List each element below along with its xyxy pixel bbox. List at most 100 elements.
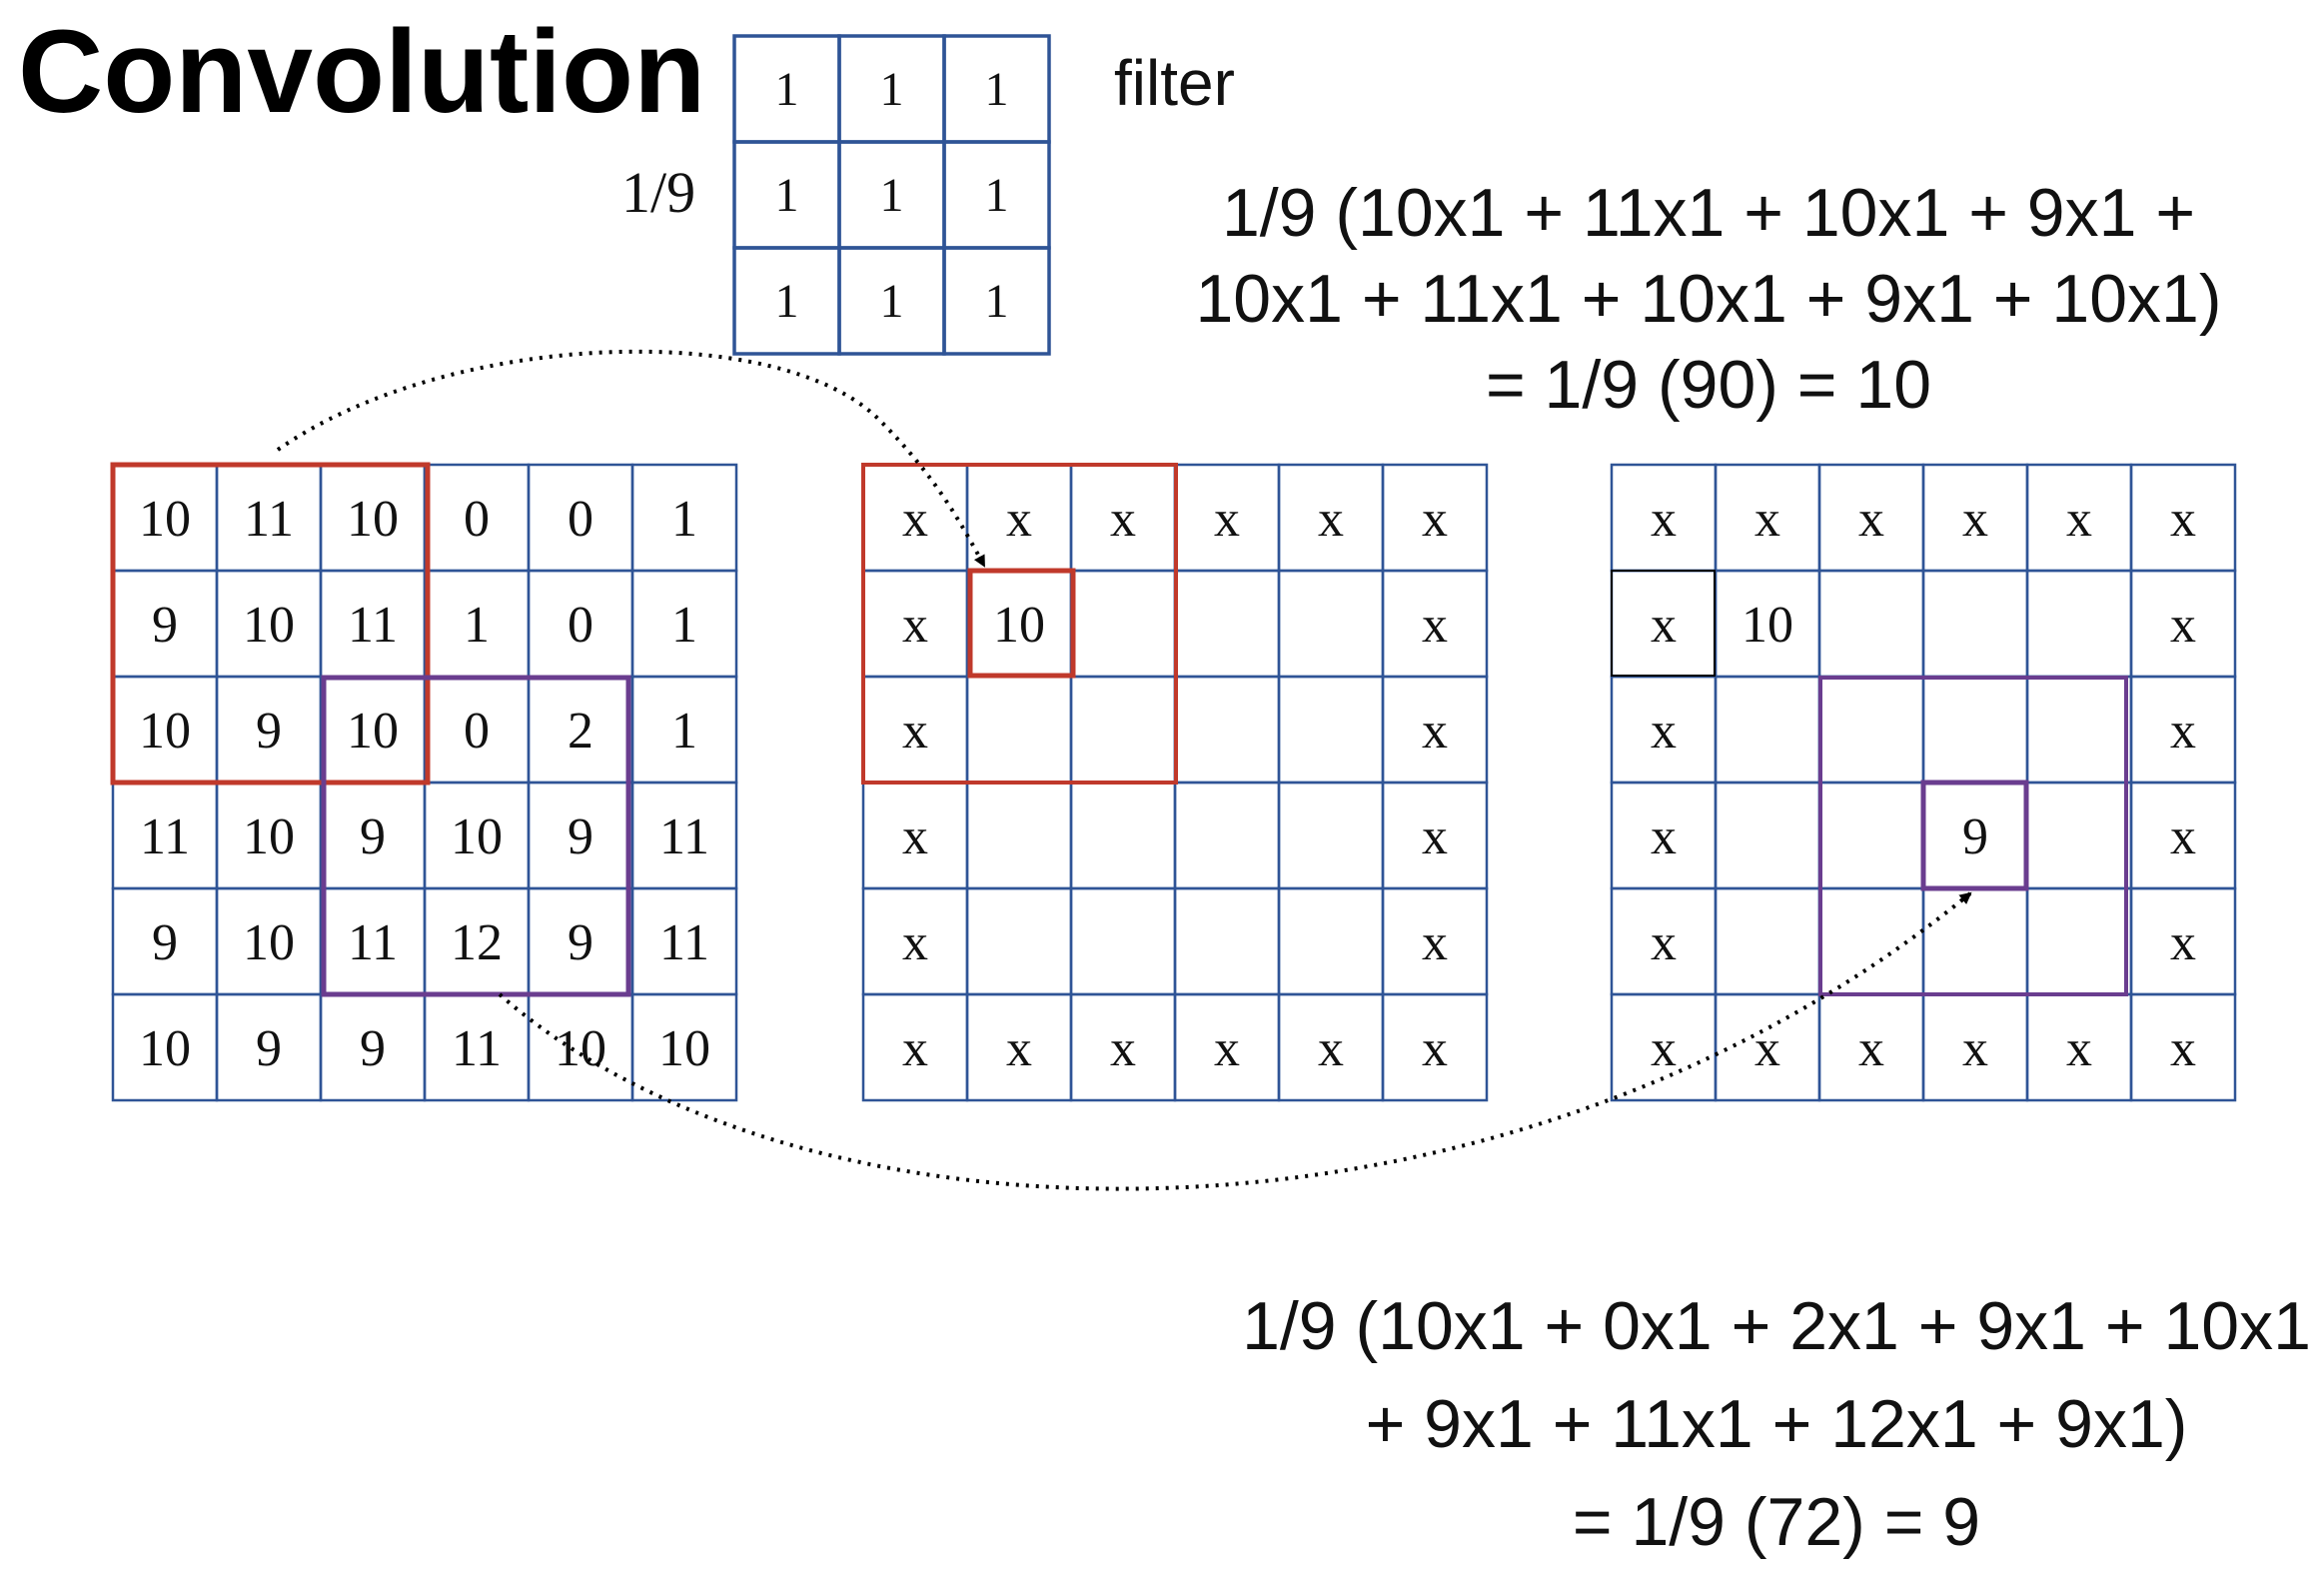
output1-cell-border [965, 675, 1073, 785]
output1-cell-value: x [902, 1020, 928, 1077]
output1-cell [1173, 675, 1281, 785]
input-cell-value: 9 [568, 914, 593, 971]
output1-cell-border [1173, 886, 1281, 996]
output2-cell-value: x [1754, 1020, 1780, 1077]
output2-cell [2025, 569, 2133, 679]
output1-cell-value: x [1422, 808, 1448, 865]
equation-top: 1/9 (10x1 + 11x1 + 10x1 + 9x1 + 10x1 + 1… [1195, 175, 2221, 423]
output1-cell [1069, 569, 1177, 679]
input-cell-value: 10 [139, 1020, 191, 1077]
output2-cell-value: x [2170, 1020, 2196, 1077]
output2-cell-border [1714, 675, 1821, 785]
filter-cell-value: 1 [985, 169, 1009, 222]
input-cell: 10 [111, 463, 219, 573]
input-cell-value: 11 [659, 914, 709, 971]
output2-cell [1921, 886, 2029, 996]
output2-cell [1714, 675, 1821, 785]
output2-cell: x [1610, 781, 1718, 890]
output1-cell [1173, 781, 1281, 890]
output1-cell-border [965, 886, 1073, 996]
output2-cell-border [1921, 675, 2029, 785]
output1-cell [1277, 886, 1385, 996]
output2-cell: x [2129, 675, 2237, 785]
output1-cell: x [861, 781, 969, 890]
output1-cell-value: x [1318, 1020, 1344, 1077]
input-cell-value: 10 [555, 1020, 606, 1077]
output2-cell [1817, 781, 1925, 890]
equation-top-line-2: 10x1 + 11x1 + 10x1 + 9x1 + 10x1) [1195, 261, 2221, 337]
output2-cell-border [1714, 781, 1821, 890]
input-cell-value: 0 [464, 703, 490, 760]
output2-cell [1714, 886, 1821, 996]
input-cell: 10 [111, 675, 219, 785]
output2-cell-value: x [2170, 597, 2196, 654]
input-cell: 11 [423, 992, 531, 1102]
output2-cell-value: x [1754, 491, 1780, 548]
input-cell: 11 [319, 886, 427, 996]
input-cell-value: 10 [243, 914, 295, 971]
input-cell: 11 [630, 781, 738, 890]
output1-cell: x [861, 463, 969, 573]
output2-cell-value: x [1651, 597, 1677, 654]
output2-cell: x [1921, 463, 2029, 573]
output2-cell [2025, 781, 2133, 890]
output1-cell-value: x [1422, 703, 1448, 760]
output1-cell [1173, 569, 1281, 679]
output1-cell: x [861, 675, 969, 785]
output2-cell-value: x [1858, 491, 1884, 548]
output1-cell-value: x [1422, 914, 1448, 971]
input-cell: 0 [527, 569, 634, 679]
input-cell: 10 [319, 463, 427, 573]
output2-cell [1817, 569, 1925, 679]
output1-cell [1277, 675, 1385, 785]
input-cell-value: 1 [671, 703, 697, 760]
filter-cell-value: 1 [880, 275, 904, 328]
filter-cell-value: 1 [880, 169, 904, 222]
input-cell-value: 0 [568, 597, 593, 654]
output1-cell-border [1173, 781, 1281, 890]
input-cell: 9 [527, 886, 634, 996]
input-cell-value: 9 [360, 808, 386, 865]
input-cell: 1 [630, 569, 738, 679]
output2-cell: x [1921, 992, 2029, 1102]
input-cell: 9 [527, 781, 634, 890]
output2-cell: x [1714, 463, 1821, 573]
output1-cell: x [1381, 886, 1489, 996]
input-cell-value: 10 [658, 1020, 710, 1077]
input-cell: 9 [215, 992, 323, 1102]
output2-cell [2025, 886, 2133, 996]
input-cell-value: 10 [243, 597, 295, 654]
input-cell-value: 9 [256, 1020, 282, 1077]
output2-cell [2025, 675, 2133, 785]
output1-cell-value: x [1422, 1020, 1448, 1077]
input-cell-value: 9 [360, 1020, 386, 1077]
input-cell: 9 [111, 569, 219, 679]
output1-cell-value: x [902, 491, 928, 548]
output1-cell-value: x [1422, 491, 1448, 548]
input-cell-value: 9 [568, 808, 593, 865]
output1-cell: x [1381, 569, 1489, 679]
output2-cell: x [1817, 992, 1925, 1102]
arrow-bottom-curve [498, 891, 1972, 1191]
input-cell-value: 2 [568, 703, 593, 760]
output2-cell-border [1921, 886, 2029, 996]
output2-cell: x [2025, 463, 2133, 573]
output2-cell-border [1817, 569, 1925, 679]
input-cell: 10 [527, 992, 634, 1102]
output1-cell-value: x [1006, 1020, 1032, 1077]
output1-cell-value: x [1110, 1020, 1136, 1077]
input-cell: 9 [319, 992, 427, 1102]
output2-cell-border [2025, 886, 2133, 996]
output2-cell-border [1921, 569, 2029, 679]
input-cell-value: 0 [568, 491, 593, 548]
filter-cell [942, 246, 1051, 356]
output1-cell-border [1069, 886, 1177, 996]
output2-cell-value: x [1651, 1020, 1677, 1077]
input-cell: 11 [319, 569, 427, 679]
input-cell-value: 1 [671, 491, 697, 548]
input-cell-value: 1 [671, 597, 697, 654]
output1-cell-border [1173, 569, 1281, 679]
